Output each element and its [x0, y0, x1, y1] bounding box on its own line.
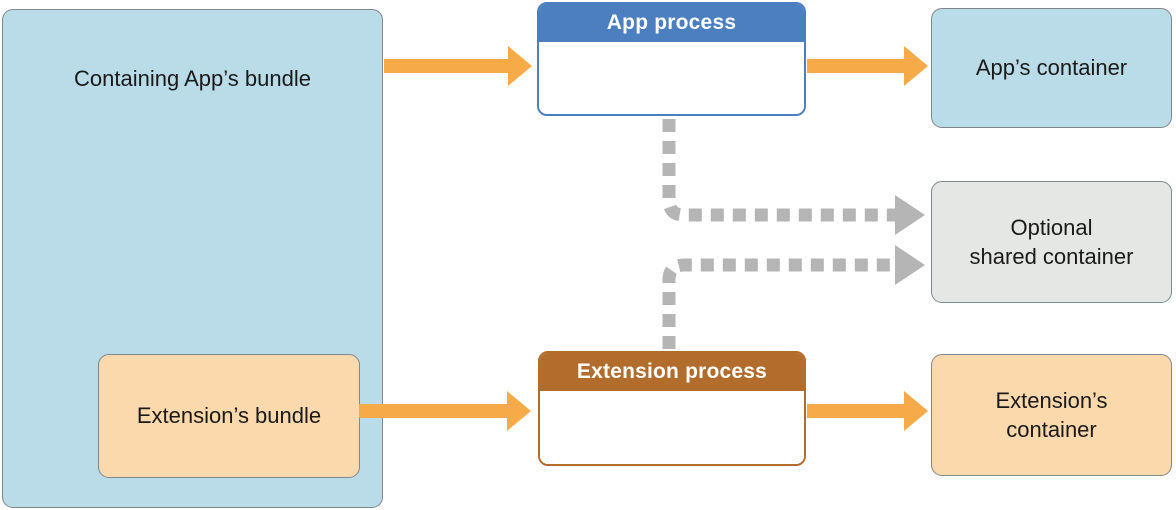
apps-container-label: App’s container [975, 55, 1128, 81]
extension-container-box: Extension’s container [931, 354, 1172, 476]
dashed-arrowhead-app-to-shared [895, 195, 925, 235]
dashed-connector-app-to-shared [662, 119, 896, 222]
optional-shared-container-box: Optional shared container [931, 181, 1172, 303]
arrow-app-process-to-apps-container [807, 46, 928, 86]
apps-container-box: App’s container [931, 8, 1172, 128]
containing-app-bundle-box: Containing App’s bundle Extension’s bund… [2, 9, 383, 508]
shared-container-label-line1: Optional [1010, 214, 1093, 240]
arrow-extension-process-to-extension-container [807, 391, 928, 431]
extension-bundle-label: Extension’s bundle [136, 403, 322, 428]
extension-process-header: Extension process [540, 353, 804, 391]
extension-process-body [540, 391, 804, 464]
extension-process-box: Extension process [538, 351, 806, 466]
extension-container-label-line2: container [1006, 417, 1097, 442]
extension-container-label-line1: Extension’s [995, 387, 1108, 413]
shared-container-label-line2: shared container [969, 244, 1134, 269]
extension-bundle-box: Extension’s bundle [98, 354, 360, 478]
dashed-connector-extension-to-shared [662, 258, 896, 349]
app-process-body [539, 42, 804, 114]
containing-app-bundle-label: Containing App’s bundle [74, 66, 311, 91]
arrow-extension-bundle-to-extension-process [359, 391, 531, 431]
arrow-bundle-to-app-process [384, 46, 532, 86]
dashed-arrowhead-extension-to-shared [895, 245, 925, 285]
app-process-box: App process [537, 2, 806, 116]
app-process-header: App process [539, 4, 804, 42]
